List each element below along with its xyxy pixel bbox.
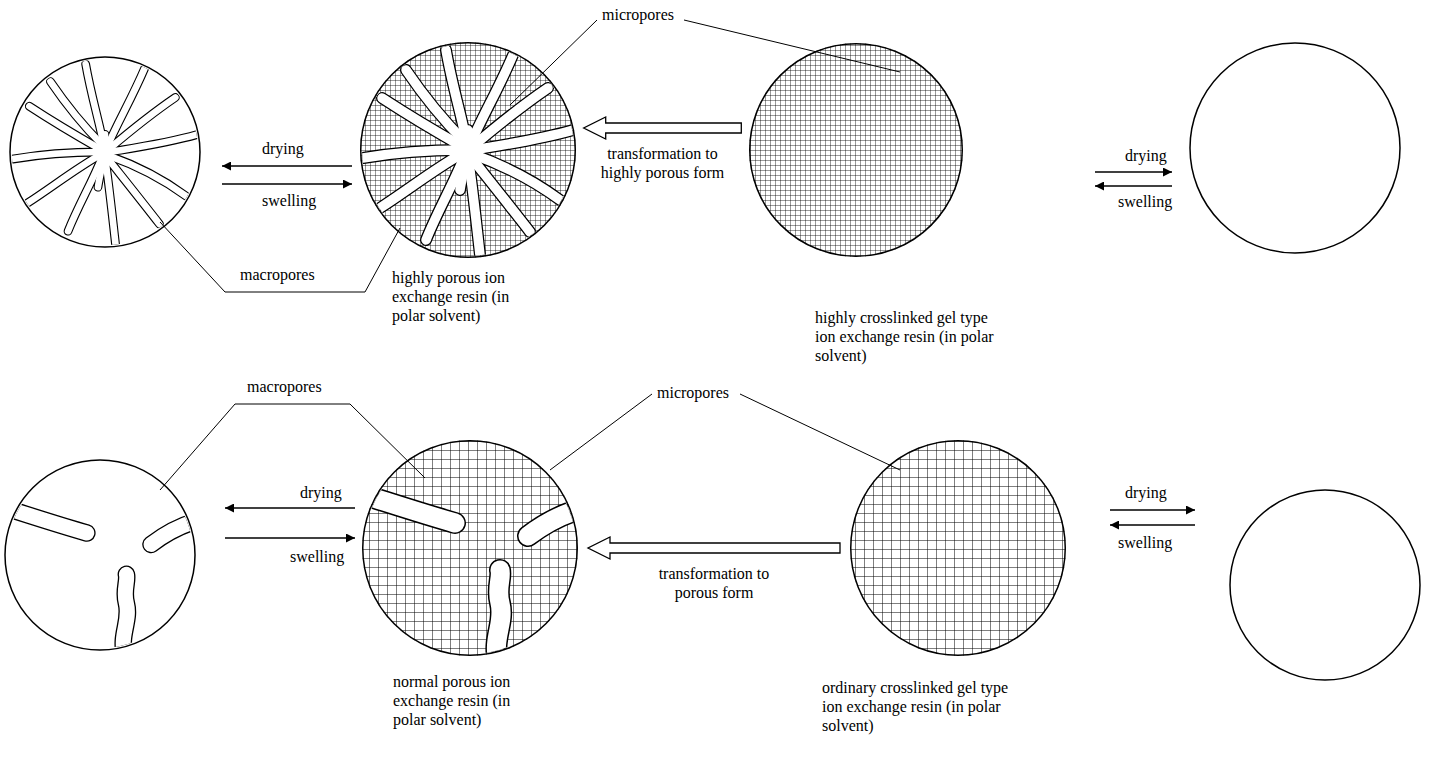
bead-circle <box>361 43 576 258</box>
resin-bead: highly crosslinked gel type ion exchange… <box>749 43 963 257</box>
transformation-label: transformation to highly porous form <box>597 144 729 182</box>
process-label: drying <box>1125 484 1167 502</box>
process-label: swelling <box>1118 534 1172 552</box>
transformation-label: transformation to porous form <box>648 564 780 602</box>
resin-bead: highly porous ion exchange resin (in pol… <box>360 42 576 258</box>
pore-label: macropores <box>240 266 315 284</box>
pore-label: macropores <box>247 378 322 396</box>
process-label: drying <box>262 140 304 158</box>
macropores <box>363 50 573 255</box>
bead-outline <box>749 43 963 257</box>
micropore-grid <box>749 43 963 257</box>
bead-circle <box>851 441 1066 656</box>
dried-bead <box>1190 43 1400 253</box>
resin-bead: normal porous ion exchange resin (in pol… <box>362 440 578 656</box>
dried-bead <box>5 460 195 650</box>
pore-label: micropores <box>657 384 729 402</box>
bead-circle <box>363 441 578 656</box>
process-arrows <box>222 166 1195 538</box>
macropores <box>1 507 200 656</box>
bead-caption: highly crosslinked gel type ion exchange… <box>815 308 1005 366</box>
bead-outline <box>850 440 1066 656</box>
macropores <box>13 64 198 244</box>
bead-caption: ordinary crosslinked gel type ion exchan… <box>822 678 1012 736</box>
process-label: drying <box>300 484 342 502</box>
process-label: drying <box>1125 147 1167 165</box>
process-label: swelling <box>290 548 344 566</box>
process-label: swelling <box>262 192 316 210</box>
micropore-grid <box>850 440 1066 656</box>
bead-outline <box>360 42 576 258</box>
dried-bead <box>10 57 200 247</box>
pore-label: micropores <box>602 6 674 24</box>
leader-lines <box>160 20 900 490</box>
resin-bead: ordinary crosslinked gel type ion exchan… <box>850 440 1066 656</box>
process-label: swelling <box>1118 193 1172 211</box>
micropore-grid <box>362 440 578 656</box>
bead-caption: highly porous ion exchange resin (in pol… <box>392 268 532 326</box>
bead-caption: normal porous ion exchange resin (in pol… <box>393 672 533 730</box>
bead-outline <box>362 440 578 656</box>
micropore-grid <box>360 42 576 258</box>
macropores <box>358 493 584 662</box>
transformation-arrow <box>584 117 742 139</box>
transformation-arrow <box>588 537 840 559</box>
dried-bead <box>1230 490 1420 680</box>
bead-circle <box>750 44 963 257</box>
